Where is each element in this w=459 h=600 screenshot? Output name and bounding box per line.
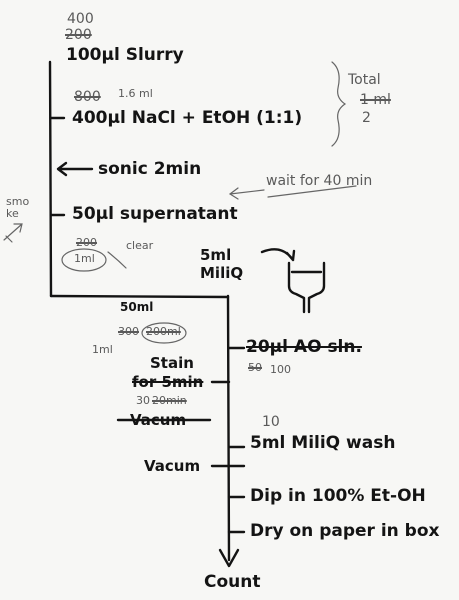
total-brace (331, 61, 347, 147)
dip-etoh-step: Dip in 100% Et-OH (250, 486, 426, 506)
ao-old-top: 50ml (120, 300, 154, 314)
nacl-etoh-step: 400µl NaCl + EtOH (1:1) (72, 108, 303, 128)
stain-duration: for 5min (132, 373, 204, 391)
slurry-old-value-1: 400 (67, 11, 94, 27)
count-step: Count (204, 572, 261, 592)
sonic-arrow (56, 161, 94, 177)
total-value-alt: 2 (362, 110, 371, 126)
supernatant-alt-value: 1ml (74, 252, 95, 265)
filter-funnel-icon (287, 261, 326, 314)
vacuum-step-1: Vacum (130, 411, 187, 429)
ao-old-value-2: 200ml (146, 325, 181, 338)
second-vertical-line (226, 294, 231, 562)
wait-arrow (228, 187, 265, 200)
miliq-volume: 5ml MiliQ (200, 246, 244, 282)
sonic-step: sonic 2min (98, 159, 202, 179)
dry-paper-step: Dry on paper in box (250, 521, 440, 541)
total-label: Total (348, 72, 381, 88)
stain-time-alt-1: 30 (136, 394, 150, 407)
stain-time-alt-2: 20min (152, 394, 187, 407)
main-vertical-line (48, 60, 53, 298)
supernatant-step: 50µl supernatant (72, 204, 238, 224)
ao-alt-value-1: 50 (248, 361, 262, 374)
wait-note: wait for 40 min (266, 173, 373, 189)
supernatant-old-value: 200 (76, 236, 97, 249)
nacl-alt-value: 1.6 ml (118, 87, 153, 100)
miliq-wash-step: 5ml MiliQ wash (250, 433, 396, 453)
slurry-old-value-2: 200 (65, 27, 92, 43)
count-arrow-head (218, 548, 240, 568)
wash-alt-value: 10 (262, 414, 280, 430)
ao-old-value-1: 300 (118, 325, 139, 338)
stain-label: Stain (150, 354, 194, 372)
ao-alt-value-2: 100 (270, 363, 291, 376)
nacl-old-value: 800 (74, 89, 101, 105)
ao-old-value-3: 1ml (92, 343, 113, 356)
slurry-step: 100µl Slurry (66, 45, 184, 65)
ao-solution-step: 20µl AO sln. (246, 337, 362, 357)
smoke-arrow (3, 223, 23, 241)
transfer-line (49, 294, 230, 299)
total-value: 1 ml (360, 92, 391, 108)
smoke-note: smo ke (6, 195, 30, 220)
clear-note: clear (126, 239, 154, 252)
vacuum-step-2: Vacum (144, 457, 201, 475)
